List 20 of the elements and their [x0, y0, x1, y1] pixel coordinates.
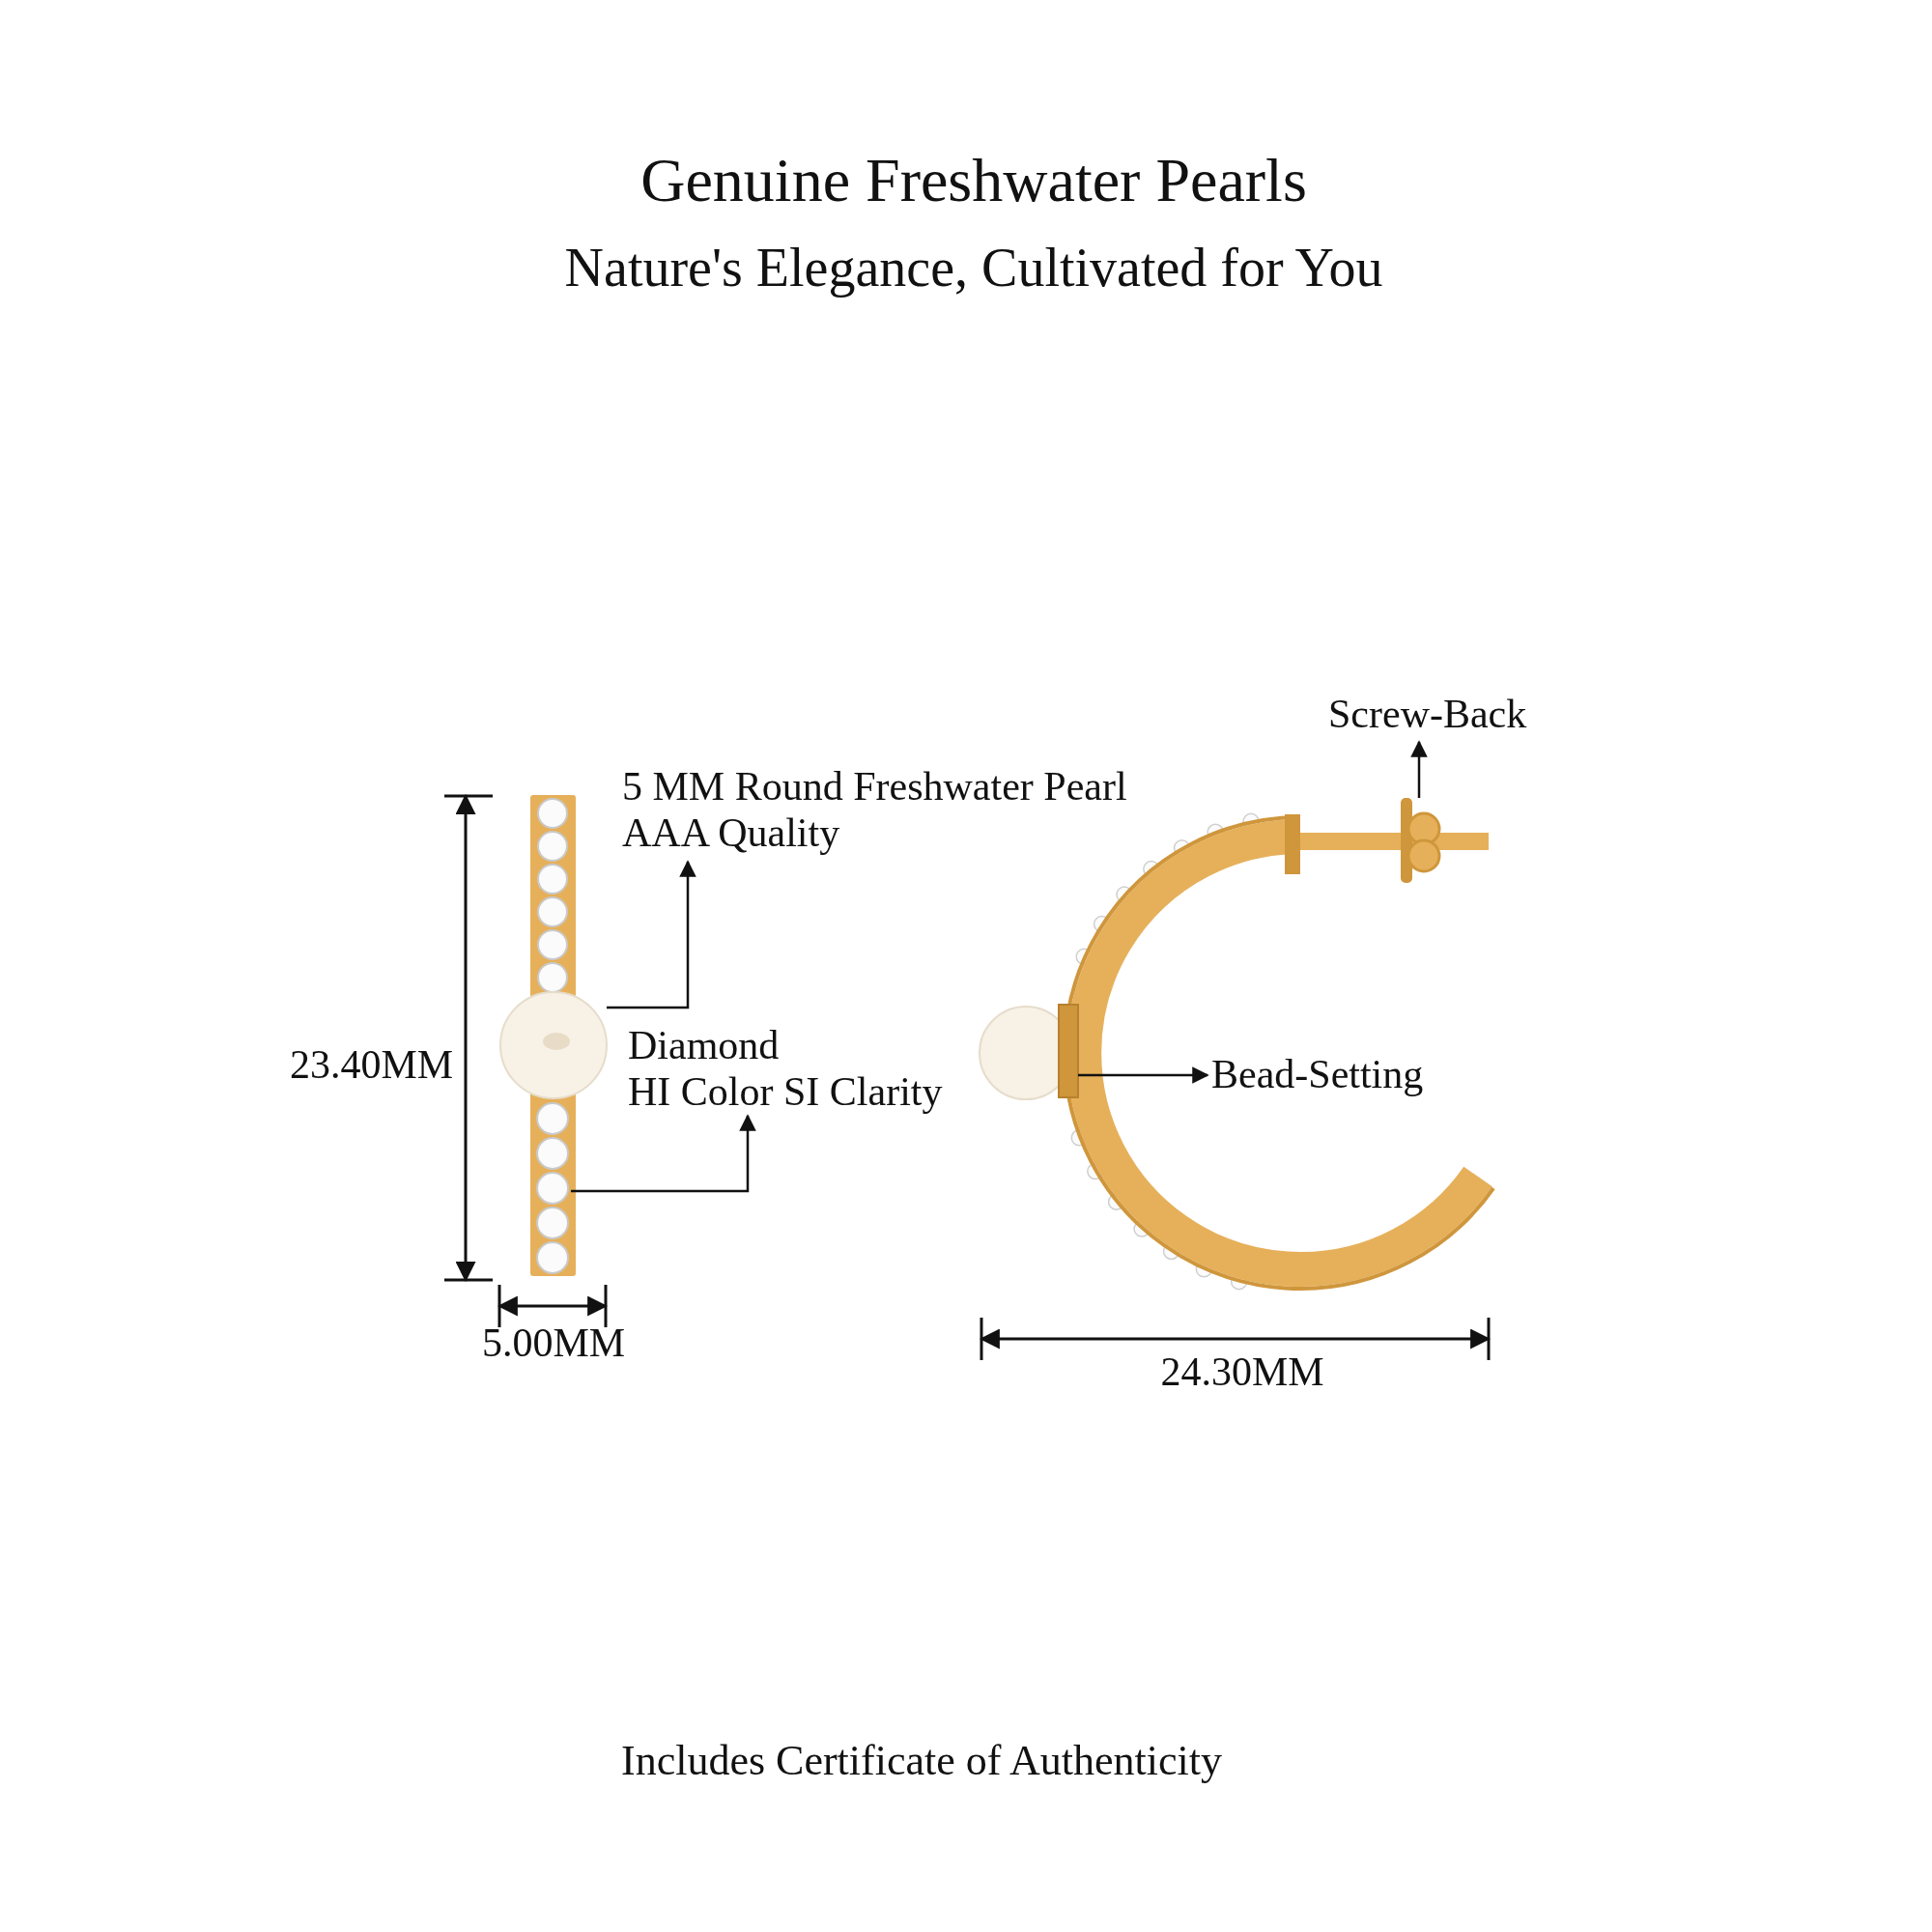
caption: Includes Certificate of Authenticity: [620, 1737, 1223, 1786]
dimension-label: 5.00MM: [480, 1320, 627, 1367]
callout-text: Bead-Setting: [1211, 1051, 1424, 1098]
leader-line: [1078, 1066, 1209, 1084]
leader-line: [571, 1114, 756, 1193]
callout-text: HI Color SI Clarity: [628, 1068, 943, 1116]
callout-text: Diamond: [628, 1022, 781, 1069]
screw-back-clutch: [1401, 798, 1441, 883]
leader-line: [607, 860, 696, 1009]
callout-text: 5 MM Round Freshwater Pearl: [622, 763, 1127, 810]
pearl: [499, 991, 608, 1099]
subtitle: Nature's Elegance, Cultivated for You: [563, 237, 1384, 299]
leader-line: [1410, 740, 1428, 798]
callout-text: Screw-Back: [1328, 691, 1527, 738]
callout-text: AAA Quality: [622, 810, 841, 857]
dimension-label: 24.30MM: [1159, 1349, 1325, 1396]
bead-setting: [1058, 1004, 1079, 1098]
diamond-row: [536, 1102, 569, 1274]
title: Genuine Freshwater Pearls: [639, 145, 1308, 216]
dimension-label: 23.40MM: [290, 1041, 454, 1089]
